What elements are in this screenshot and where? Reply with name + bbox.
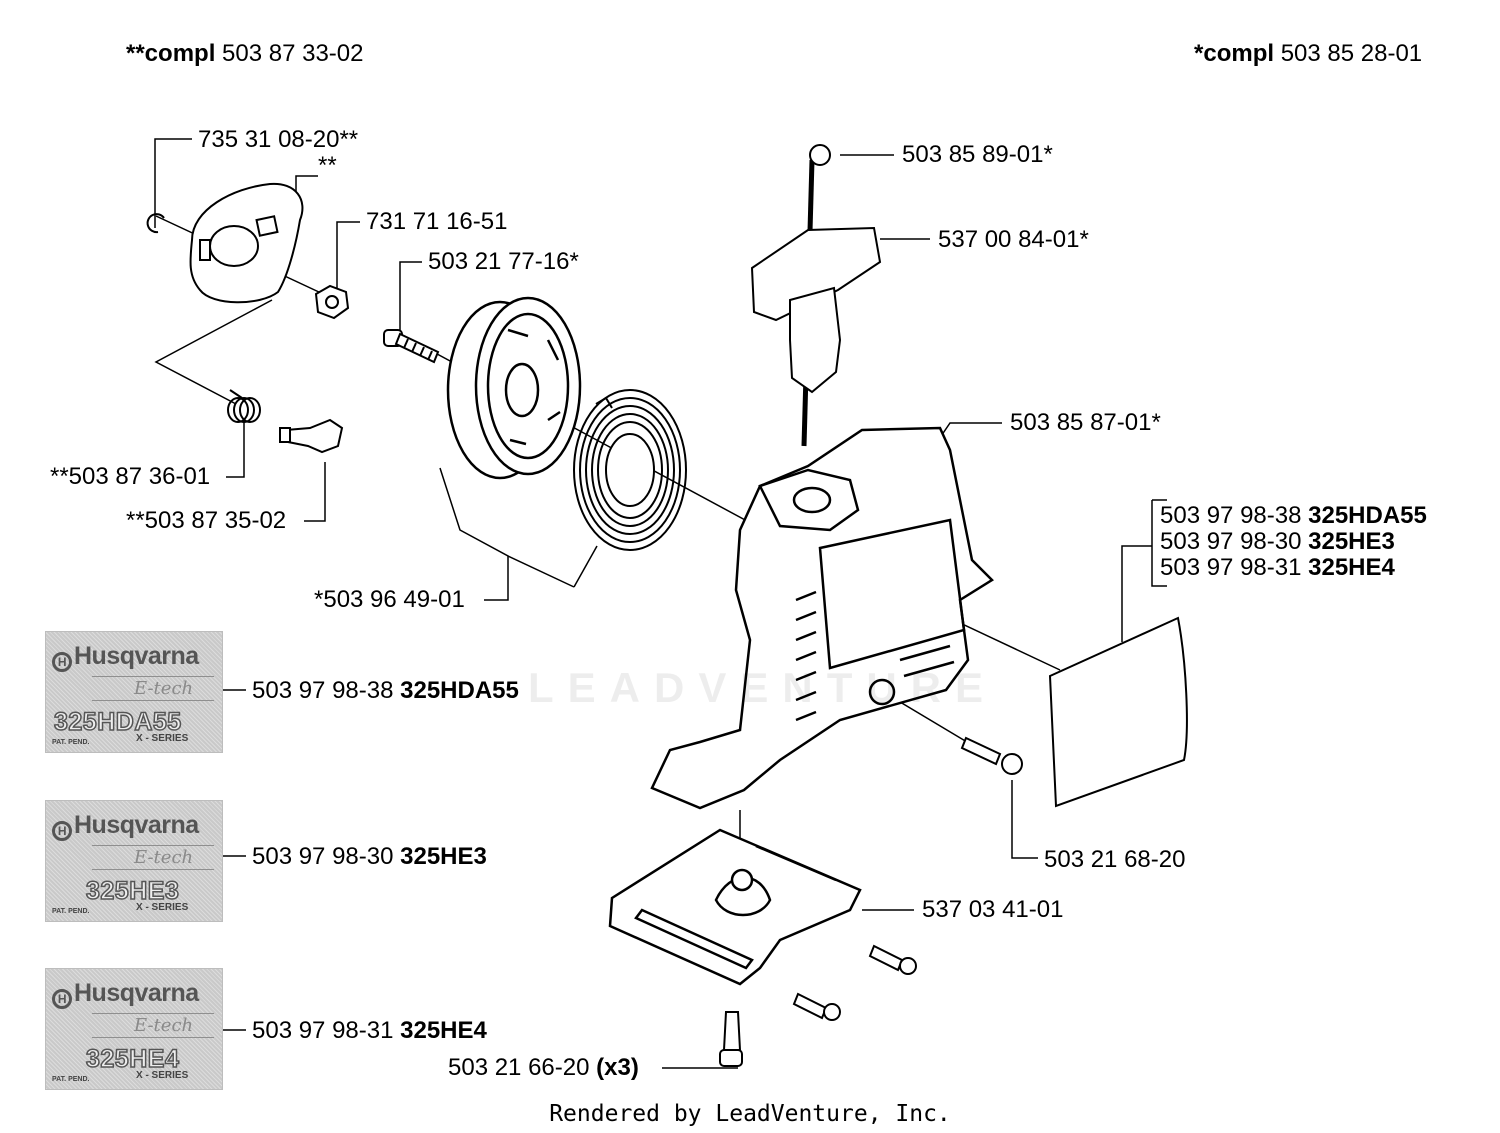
part-label-p2[interactable]: ** [318, 152, 337, 179]
part-label-p7[interactable]: *503 96 49-01 [314, 586, 465, 613]
etech-text: E-tech [134, 1015, 194, 1036]
c-clip [146, 213, 165, 234]
part-label-p4[interactable]: 503 21 77-16* [428, 248, 579, 275]
crown-icon: H [52, 989, 72, 1009]
decal-label[interactable]: 503 97 98-38 325HDA55 [252, 677, 519, 705]
decal-number: 503 97 98-30 [252, 843, 394, 870]
decal-model: 325HE4 [400, 1017, 487, 1044]
etech-text: E-tech [134, 678, 194, 699]
header-right-number: 503 85 28-01 [1280, 40, 1423, 67]
part-label-p12[interactable]: 537 03 41-01 [922, 896, 1064, 923]
watermark: LEADVENTURE [528, 664, 998, 711]
leader-p1 [154, 138, 192, 228]
leader-p7 [439, 467, 509, 601]
part-label-p9[interactable]: 537 00 84-01* [938, 226, 1089, 253]
part-label-p3[interactable]: 731 71 16-51 [366, 208, 508, 235]
leader-p2 [295, 175, 318, 196]
part-label-p8[interactable]: 503 85 89-01* [902, 141, 1053, 168]
part-label-p6[interactable]: **503 87 35-02 [126, 507, 287, 534]
pawl [279, 418, 344, 454]
brand-text: Husqvarna [74, 811, 199, 839]
recoil-spring [573, 389, 687, 551]
starter-cover [650, 426, 994, 810]
bottom-plate [608, 828, 862, 986]
part-label-screw[interactable]: 503 21 66-20 (x3) [448, 1054, 639, 1082]
leader-p4 [399, 261, 422, 334]
decal-number: 503 97 98-31 [252, 1017, 394, 1044]
decal-sheet [1048, 616, 1188, 808]
crown-icon: H [52, 821, 72, 841]
part-label-p11[interactable]: 503 21 68-20 [1044, 846, 1186, 873]
decal-list-model: 325HE3 [1308, 528, 1395, 555]
decal-list-bracket [1151, 500, 1167, 587]
starter-handle [750, 144, 882, 447]
starter-pulley [446, 296, 582, 480]
decal-label[interactable]: 503 97 98-30 325HE3 [252, 843, 487, 871]
decal-list-item[interactable]: 503 97 98-31 325HE4 [1160, 554, 1395, 582]
x-series-text: X - SERIES [136, 1070, 189, 1081]
decal-list-model: 325HE4 [1308, 554, 1395, 581]
screw-number: 503 21 66-20 [448, 1054, 590, 1081]
part-label-p5[interactable]: **503 87 36-01 [50, 463, 211, 490]
header-left-number: 503 87 33-02 [222, 40, 364, 67]
nut [314, 284, 350, 320]
leader-p3 [336, 221, 360, 288]
header-right-prefix: *compl [1194, 40, 1275, 67]
plate-screws [719, 944, 917, 1067]
footer-credit: Rendered by LeadVenture, Inc. [549, 1101, 951, 1127]
decal-list-item[interactable]: 503 97 98-30 325HE3 [1160, 528, 1395, 556]
decal-model: 325HDA55 [400, 677, 519, 704]
decal-list-model: 325HDA55 [1308, 502, 1427, 529]
pat-pend-text: PAT. PEND. [52, 908, 90, 915]
part-label-p1[interactable]: 735 31 08-20** [198, 126, 359, 153]
decal-model: 325HE3 [400, 843, 487, 870]
bolt-cover [960, 736, 1023, 775]
decal-model-text: 325HE3 [85, 876, 180, 906]
header-left: **compl 503 87 33-02 [126, 40, 364, 68]
pat-pend-text: PAT. PEND. [52, 1076, 90, 1083]
crown-icon: H [52, 652, 72, 672]
brand-text: Husqvarna [74, 979, 199, 1007]
x-series-text: X - SERIES [136, 902, 189, 913]
screw-qty: (x3) [596, 1054, 639, 1081]
etech-text: E-tech [134, 847, 194, 868]
leader-p6 [304, 462, 326, 522]
leader-p11 [1011, 780, 1038, 859]
header-left-prefix: **compl [126, 40, 216, 67]
leader-p5 [226, 422, 245, 478]
bolt-upper [383, 329, 440, 364]
decal-model-text: 325HDA55 [53, 707, 182, 737]
decal-number: 503 97 98-38 [252, 677, 394, 704]
x-series-text: X - SERIES [136, 733, 189, 744]
decal-list-item[interactable]: 503 97 98-38 325HDA55 [1160, 502, 1427, 530]
pawl-spring [227, 389, 261, 423]
decal-model-text: 325HE4 [85, 1044, 180, 1074]
brand-text: Husqvarna [74, 642, 199, 670]
decal-list-number: 503 97 98-31 [1160, 554, 1302, 581]
pawl-housing [189, 182, 304, 304]
header-right: *compl 503 85 28-01 [1194, 40, 1422, 68]
decal-list-number: 503 97 98-38 [1160, 502, 1302, 529]
decal-label[interactable]: 503 97 98-31 325HE4 [252, 1017, 487, 1045]
decal-list-number: 503 97 98-30 [1160, 528, 1302, 555]
pat-pend-text: PAT. PEND. [52, 739, 90, 746]
part-label-p10[interactable]: 503 85 87-01* [1010, 409, 1161, 436]
